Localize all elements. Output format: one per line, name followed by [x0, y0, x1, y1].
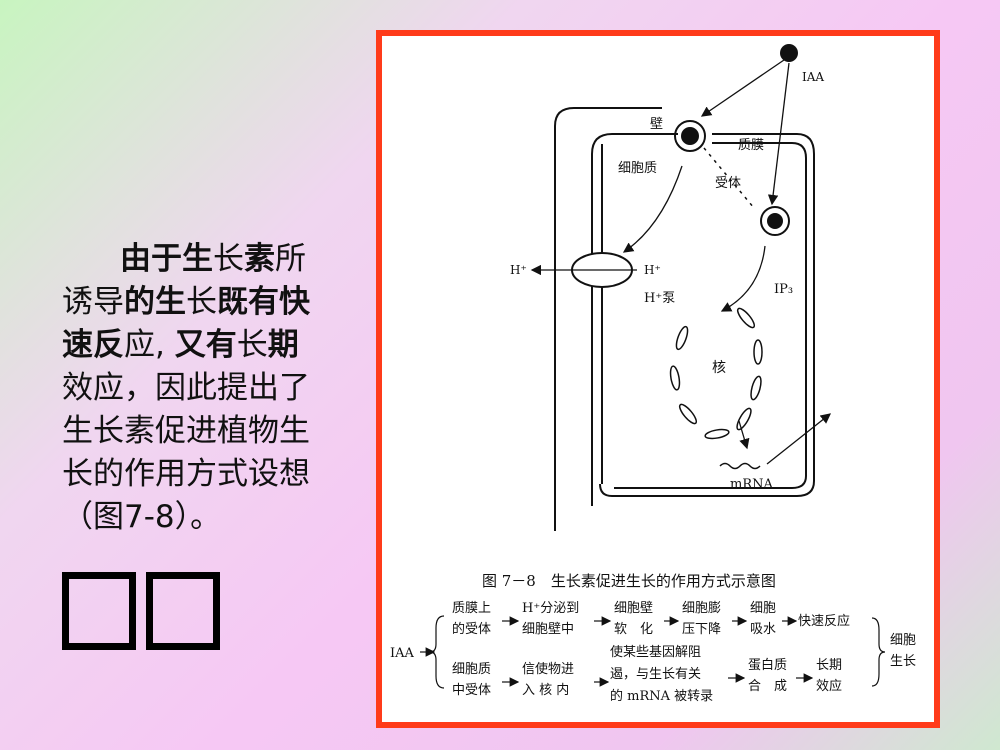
mrna-icon: [719, 462, 761, 470]
svg-text:细胞壁中: 细胞壁中: [522, 622, 574, 637]
svg-text:H⁺: H⁺: [510, 263, 527, 277]
mechanism-flowchart: IAA 质膜上 的受体 H⁺分泌到 细胞壁中 细胞壁 软 化 细胞膨 压下降 细…: [390, 601, 916, 704]
svg-text:图 7－8 生长素促进生长的作用方式示意图: 图 7－8 生长素促进生长的作用方式示意图: [482, 572, 776, 590]
svg-text:mRNA: mRNA: [730, 477, 773, 492]
membrane-receptor-icon: [674, 120, 706, 152]
svg-text:受体: 受体: [715, 176, 741, 191]
cell-outline: [554, 107, 815, 531]
svg-text:中受体: 中受体: [452, 683, 491, 698]
auxin-diagram: IAA 壁 质膜 细胞质 受体 H⁺ H⁺ H⁺泵 IP₃: [390, 44, 916, 704]
svg-text:H⁺: H⁺: [644, 263, 661, 277]
figure-frame: IAA 壁 质膜 细胞质 受体 H⁺ H⁺ H⁺泵 IP₃: [376, 30, 940, 728]
svg-text:的受体: 的受体: [452, 621, 491, 637]
svg-text:蛋白质: 蛋白质: [748, 657, 787, 673]
svg-text:的 mRNA 被转录: 的 mRNA 被转录: [610, 688, 713, 704]
svg-text:H⁺分泌到: H⁺分泌到: [522, 601, 579, 616]
placeholder-square-icon: [62, 572, 136, 650]
svg-text:细胞膨: 细胞膨: [682, 601, 721, 616]
svg-text:合 成: 合 成: [748, 679, 787, 694]
svg-text:IP₃: IP₃: [774, 282, 793, 297]
svg-text:压下降: 压下降: [682, 622, 721, 637]
svg-text:遏，与生长有关: 遏，与生长有关: [610, 667, 701, 682]
svg-text:使某些基因解阻: 使某些基因解阻: [610, 644, 701, 660]
placeholder-glyphs: [62, 572, 220, 650]
svg-text:生长: 生长: [890, 654, 916, 669]
svg-text:细胞: 细胞: [750, 601, 776, 616]
cytoplasm-receptor-icon: [760, 206, 790, 236]
svg-text:质膜: 质膜: [738, 138, 764, 153]
svg-text:吸水: 吸水: [750, 622, 776, 637]
svg-text:入 核 内: 入 核 内: [522, 682, 569, 698]
description-text: 由于生长素所 诱导的生长既有快 速反应, 又有长期 效应，因此提出了 生长素促进…: [62, 241, 310, 535]
svg-text:软 化: 软 化: [614, 622, 653, 637]
svg-text:细胞质: 细胞质: [618, 161, 657, 176]
svg-text:核: 核: [712, 360, 726, 376]
svg-text:细胞质: 细胞质: [452, 662, 491, 677]
iaa-molecule-icon: [780, 44, 798, 62]
svg-text:H⁺泵: H⁺泵: [644, 291, 675, 306]
placeholder-square-icon: [146, 572, 220, 650]
svg-text:信使物进: 信使物进: [522, 661, 574, 677]
svg-text:IAA: IAA: [802, 70, 824, 84]
svg-text:快速反应: 快速反应: [798, 613, 850, 629]
svg-text:效应: 效应: [816, 678, 842, 694]
svg-text:质膜上: 质膜上: [452, 601, 491, 616]
svg-text:细胞: 细胞: [890, 633, 916, 648]
svg-text:壁: 壁: [650, 117, 663, 132]
svg-text:长期: 长期: [816, 658, 842, 673]
svg-text:细胞壁: 细胞壁: [614, 601, 653, 616]
svg-text:IAA: IAA: [390, 646, 415, 661]
